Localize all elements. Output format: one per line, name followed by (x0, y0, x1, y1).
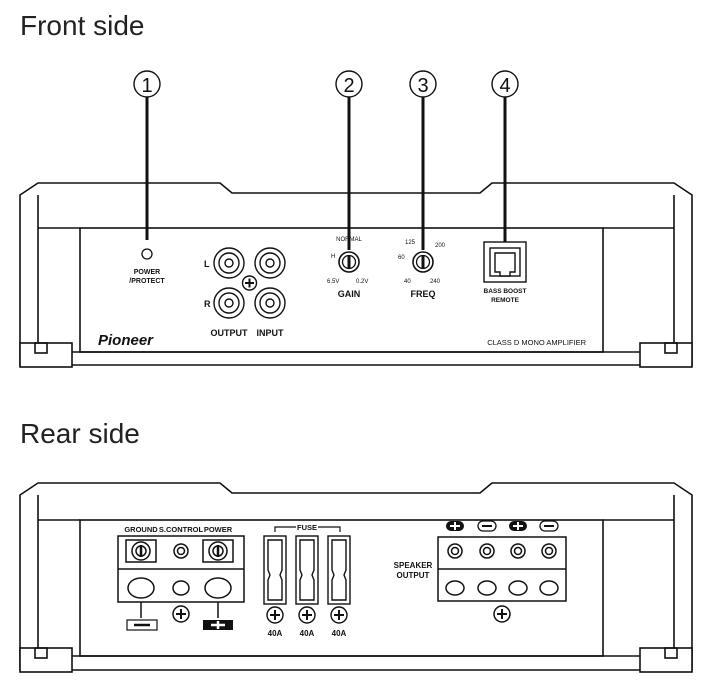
ground-label: GROUND (124, 525, 158, 534)
svg-text:200: 200 (435, 243, 446, 249)
fuse-label: FUSE (297, 523, 317, 532)
fuse-rating-1: 40A (268, 629, 283, 638)
svg-text:/PROTECT: /PROTECT (129, 278, 165, 285)
power-label: POWER (204, 525, 233, 534)
svg-text:POWER: POWER (134, 269, 160, 276)
svg-text:125: 125 (405, 240, 416, 246)
fuse-rating-2: 40A (300, 629, 315, 638)
fuse-rating-3: 40A (332, 629, 347, 638)
svg-text:2: 2 (343, 75, 354, 97)
svg-text:240: 240 (430, 279, 441, 285)
rca-jacks (213, 247, 286, 319)
power-terminal-block (117, 535, 245, 623)
remote-label: REMOTE (491, 297, 519, 304)
svg-text:GAIN: GAIN (338, 289, 361, 299)
callout-3: 3 (409, 70, 437, 250)
fuses (263, 535, 351, 624)
speaker-polarity-icons (446, 520, 559, 532)
svg-text:40: 40 (404, 279, 411, 285)
callout-4: 4 (491, 70, 519, 245)
svg-text:3: 3 (417, 75, 428, 97)
front-side-title: Front side (20, 10, 145, 41)
output-label: OUTPUT (211, 328, 249, 338)
svg-text:1: 1 (141, 75, 152, 97)
speaker-label: SPEAKER (394, 561, 433, 570)
svg-text:FREQ: FREQ (410, 289, 435, 299)
rear-side-title: Rear side (20, 418, 140, 449)
rca-left-label: L (204, 259, 210, 269)
callout-1: 1 (133, 70, 161, 240)
pioneer-logo: Pioneer (98, 332, 154, 349)
svg-text:0.2V: 0.2V (356, 279, 368, 285)
speaker-terminal-block (437, 536, 567, 623)
svg-text:60: 60 (398, 255, 405, 261)
rca-right-label: R (204, 299, 211, 309)
svg-text:H: H (331, 254, 335, 260)
bass-boost-label: BASS BOOST (484, 288, 527, 295)
front-amplifier (19, 182, 693, 368)
freq-knob: 125 200 60 40 240 FREQ (398, 240, 446, 299)
gain-knob: NORMAL H 6.5V 0.2V GAIN (327, 237, 368, 299)
bass-boost-remote-port (483, 241, 527, 283)
output-label-rear: OUTPUT (397, 571, 430, 580)
fuse-bracket (274, 526, 341, 532)
s-control-label: S.CONTROL (159, 525, 204, 534)
input-label: INPUT (257, 328, 285, 338)
model-name: CLASS D MONO AMPLIFIER (487, 338, 586, 347)
svg-text:NORMAL: NORMAL (336, 237, 362, 243)
power-protect-led: POWER /PROTECT (129, 248, 165, 285)
callout-2: 2 (335, 70, 363, 250)
svg-text:6.5V: 6.5V (327, 279, 339, 285)
svg-text:4: 4 (499, 75, 510, 97)
